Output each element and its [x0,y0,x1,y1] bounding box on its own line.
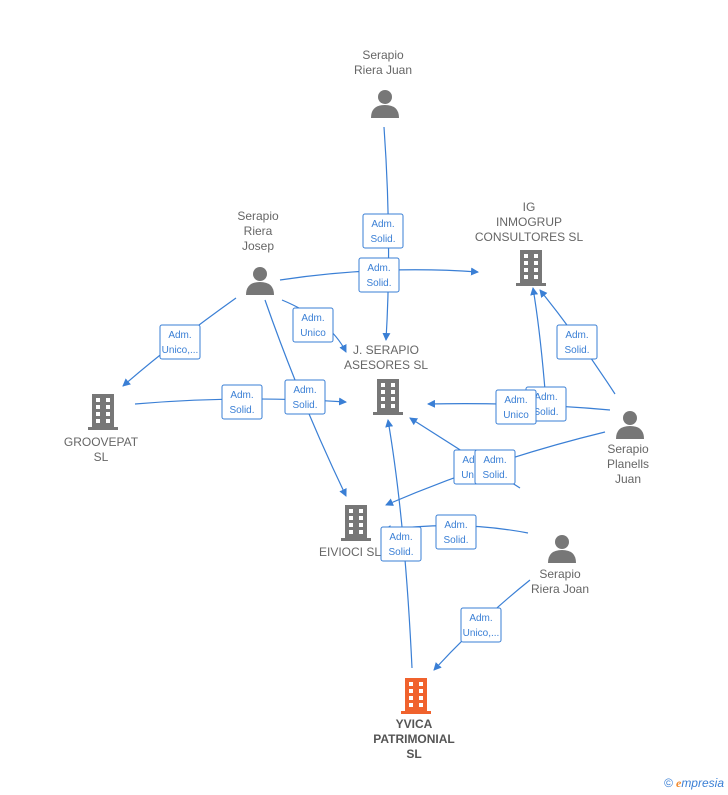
relation-label-text: Adm. [483,455,506,466]
relation-label-text: Adm. [565,330,588,341]
relation-label[interactable]: Adm. Unico [495,389,537,425]
relation-label[interactable]: Adm. Solid. [556,324,598,360]
relation-label-text: Solid. [366,278,391,289]
node-label: Juan [615,472,641,486]
relation-label-text: Adm. [389,532,412,543]
relation-label[interactable]: Adm. Solid. [380,526,422,562]
relation-label-box [159,324,201,360]
relation-label-text: Unico [461,470,487,481]
relation-label-text: Adm. [301,313,324,324]
building-icon [516,250,546,286]
building-icon [373,379,403,415]
copyright-icon: © [664,776,673,790]
person-icon [616,411,644,439]
person-icon [548,535,576,563]
relation-label-text: Solid. [564,345,589,356]
relation-label-text: Unico [300,328,326,339]
relation-label[interactable]: Adm. Unico,... [460,607,502,643]
node-label: Riera Juan [354,63,412,77]
node-label: IG [523,200,536,214]
relation-label-text: Solid. [482,470,507,481]
relation-label-text: Adm. [469,613,492,624]
node-label: SL [94,450,109,464]
node-label: Planells [607,457,649,471]
relation-label-text: Adm. [230,390,253,401]
node-label: PATRIMONIAL [373,732,455,746]
relation-label[interactable]: Adm. Solid. [221,384,263,420]
node-label: J. SERAPIO [353,343,419,357]
node-label: SL [406,747,421,761]
relation-label-box [221,384,263,420]
relation-label-text: Solid. [388,547,413,558]
node-label: Serapio [607,442,649,456]
relation-label-box [292,307,334,343]
relation-label[interactable]: Adm. Solid. [474,449,516,485]
brand-name: mpresia [681,776,724,790]
relation-label-text: Adm. [367,263,390,274]
node-label: EIVIOCI SL [319,545,381,559]
node-label: Josep [242,239,274,253]
node-label: Riera [244,224,273,238]
node-label: CONSULTORES SL [475,230,584,244]
relation-label-box [435,514,477,550]
relation-label-text: Solid. [229,405,254,416]
relation-label-text: Adm. [293,385,316,396]
relation-label-text: Unico,... [463,628,500,639]
node-label: GROOVEPAT [64,435,139,449]
relation-label-box [380,526,422,562]
relation-label-box [495,389,537,425]
building-icon [88,394,118,430]
node-label: Serapio [237,209,279,223]
node-label: Serapio [362,48,404,62]
relation-edge [530,287,546,391]
node-label: YVICA [396,717,433,731]
relation-label[interactable]: Adm. Unico,... [159,324,201,360]
relation-label-text: Solid. [370,234,395,245]
relation-label-text: Adm. [371,219,394,230]
relation-label[interactable]: Adm. Solid. [362,213,404,249]
brand-initial: e [675,776,682,790]
relation-label-text: Unico,... [162,345,199,356]
relation-label[interactable]: Adm. Solid. [435,514,477,550]
relation-label-box [556,324,598,360]
building-icon [341,505,371,541]
relation-label-text: Adm. [168,330,191,341]
relation-label-box [474,449,516,485]
person-icon [246,267,274,295]
relation-label-text: Adm. [534,392,557,403]
node-label: ASESORES SL [344,358,428,372]
building-icon [401,678,431,714]
relation-label-text: Solid. [292,400,317,411]
relation-label-text: Unico [503,410,529,421]
relation-label-text: Solid. [533,407,558,418]
relation-label-text: Solid. [443,535,468,546]
relation-label[interactable]: Adm. Solid. [284,379,326,415]
relation-label[interactable]: Adm. Solid. [358,257,400,293]
relation-label-box [358,257,400,293]
relation-label-box [362,213,404,249]
person-icon [371,90,399,118]
relation-label-text: Adm. [444,520,467,531]
relation-label[interactable]: Adm. Unico [292,307,334,343]
node-eivioci[interactable]: EIVIOCI SL [319,505,381,559]
relation-label-text: Adm. [462,455,485,466]
relation-label-box [284,379,326,415]
relation-label-text: Adm. [504,395,527,406]
footer-brand: ©empresia [664,776,724,791]
node-label: INMOGRUP [496,215,562,229]
node-label: Serapio [539,567,581,581]
relation-label-box [460,607,502,643]
node-label: Riera Joan [531,582,589,596]
